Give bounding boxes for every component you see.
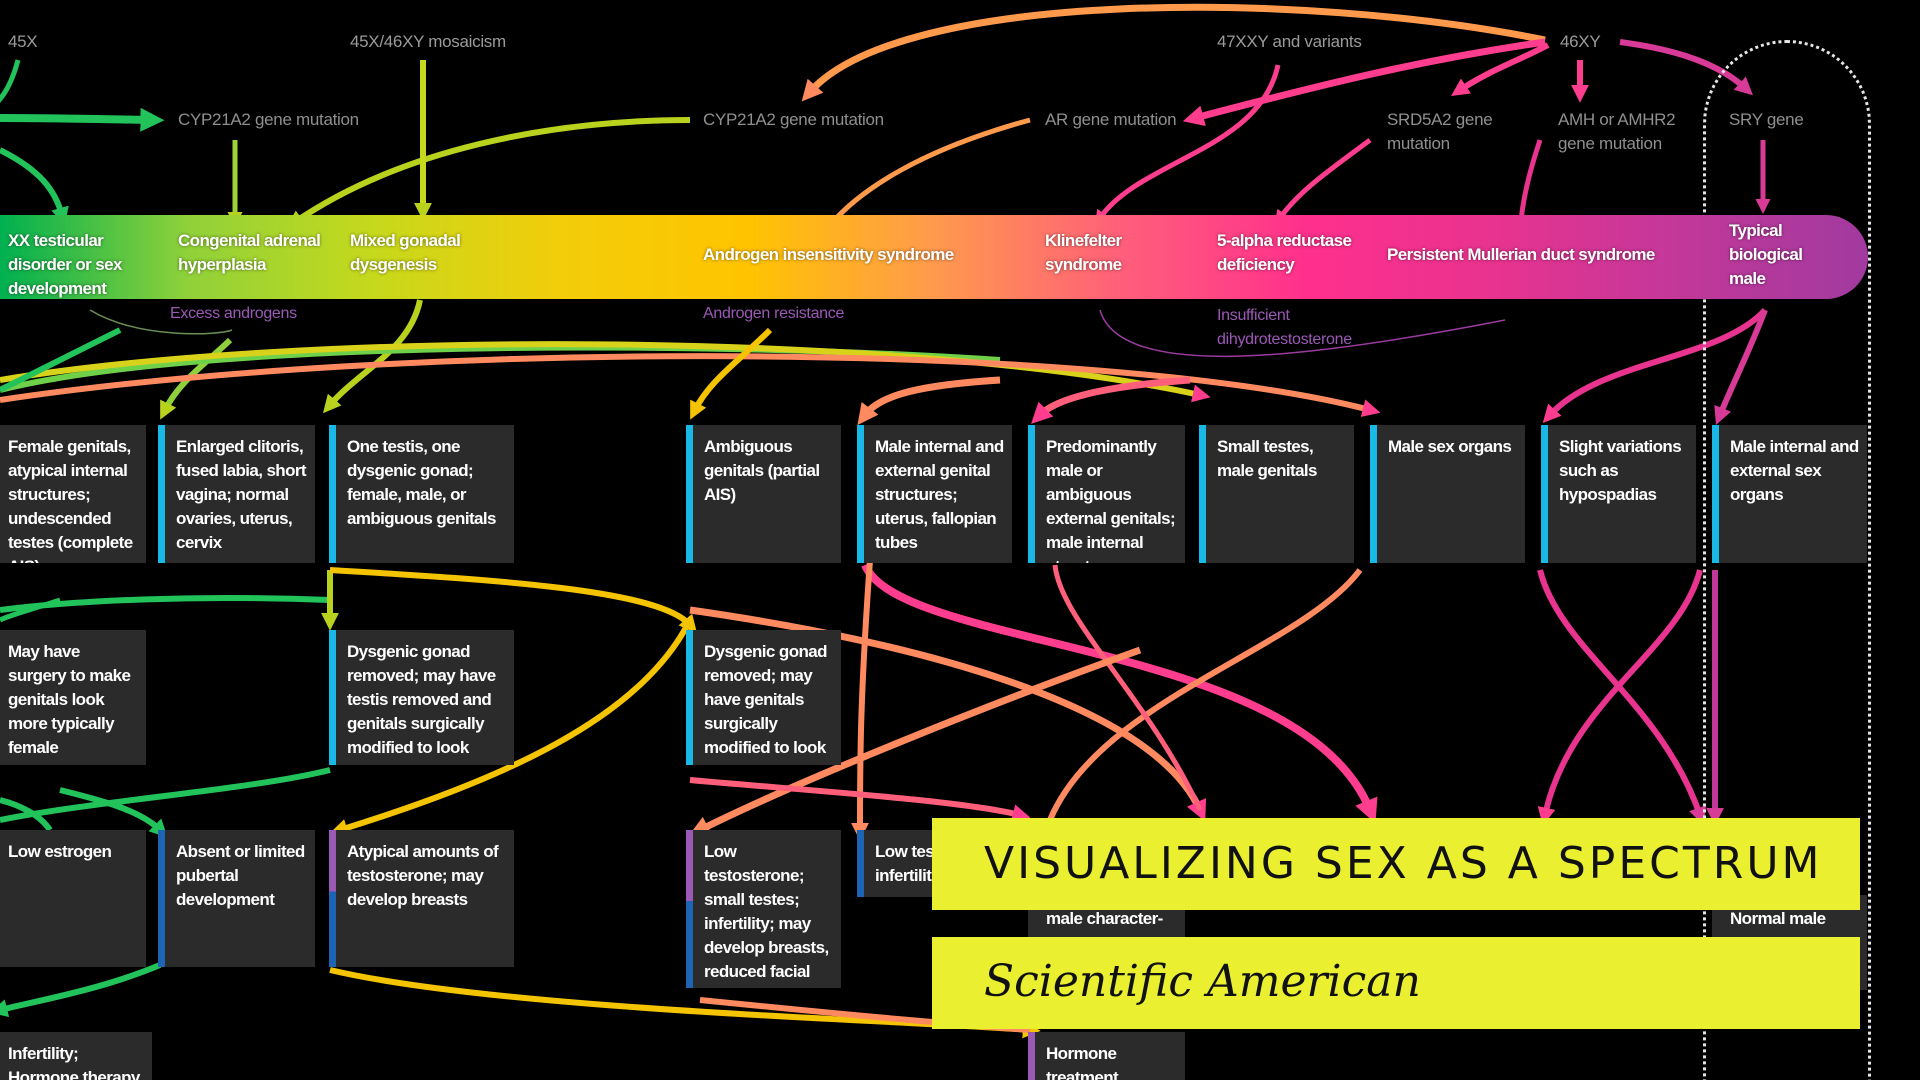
typical-male-dotted-outline bbox=[1703, 40, 1871, 1080]
adult-text: Infertility; Hormone therapy bbox=[8, 1044, 140, 1080]
cyan-bar bbox=[1028, 425, 1035, 563]
puberty-absent: Absent or limited pubertal development bbox=[158, 830, 315, 967]
puberty-atypical-testosterone: Atypical amounts of testosterone; may de… bbox=[329, 830, 514, 967]
blue-bar bbox=[857, 830, 864, 897]
cyan-bar bbox=[158, 425, 165, 563]
publisher-name: Scientific American bbox=[984, 956, 1421, 1007]
condition-ais: Androgen insensitivity syndrome bbox=[703, 245, 954, 264]
gene-amh: AMH or AMHR2 gene mutation bbox=[1558, 110, 1676, 153]
anatomy-text: One testis, one dysgenic gonad; female, … bbox=[347, 437, 496, 528]
anatomy-text: Small testes, male genitals bbox=[1217, 437, 1318, 480]
anatomy-text: Female genitals, atypical internal struc… bbox=[8, 437, 133, 563]
adult-hormone-treatment: Hormone treatment bbox=[1028, 1032, 1185, 1080]
purple-blue-bar bbox=[686, 830, 693, 988]
gene-ar: AR gene mutation bbox=[1045, 110, 1177, 129]
puberty-text: Low testosterone; small testes; infertil… bbox=[704, 842, 829, 988]
cyan-bar bbox=[329, 425, 336, 563]
video-title: VISUALIZING SEX AS A SPECTRUM bbox=[984, 838, 1823, 889]
mechanism-excess-androgens: Excess androgens bbox=[170, 305, 297, 322]
anatomy-text: Ambiguous genitals (partial AIS) bbox=[704, 437, 820, 504]
anatomy-pmds-structures: Male internal and external genital struc… bbox=[857, 425, 1012, 563]
anatomy-small-testes: Small testes, male genitals bbox=[1199, 425, 1354, 563]
anatomy-text: Enlarged clitoris, fused labia, short va… bbox=[176, 437, 307, 552]
adult-text: Hormone treatment bbox=[1046, 1044, 1119, 1080]
cyan-bar bbox=[857, 425, 864, 563]
treatment-gonad-female: Dysgenic gonad removed; may have testis … bbox=[329, 630, 514, 765]
karyotype-47xxy: 47XXY and variants bbox=[1217, 32, 1362, 51]
condition-cah: Congenital adrenal hyperplasia bbox=[178, 231, 321, 274]
karyotype-45x: 45X bbox=[8, 32, 38, 51]
mechanism-androgen-resistance: Androgen resistance bbox=[703, 305, 845, 322]
anatomy-text: Male sex organs bbox=[1388, 437, 1512, 456]
cyan-bar bbox=[1199, 425, 1206, 563]
puberty-text: Atypical amounts of testosterone; may de… bbox=[347, 842, 499, 909]
cyan-bar bbox=[1370, 425, 1377, 563]
treatment-text: May have surgery to make genitals look m… bbox=[8, 642, 131, 757]
anatomy-male-sex-organs: Male sex organs bbox=[1370, 425, 1525, 563]
anatomy-cah: Enlarged clitoris, fused labia, short va… bbox=[158, 425, 315, 563]
gene-cyp21a2-left: CYP21A2 gene mutation bbox=[178, 110, 359, 129]
karyotype-mosaicism: 45X/46XY mosaicism bbox=[350, 32, 506, 51]
condition-xx-testicular: XX testicular disorder or sex developmen… bbox=[8, 231, 122, 298]
puberty-text: Low test infertilit bbox=[875, 842, 940, 885]
purple-bar bbox=[1028, 1032, 1035, 1080]
puberty-klinefelter: Low testosterone; small testes; infertil… bbox=[686, 830, 841, 988]
anatomy-partial-ais: Ambiguous genitals (partial AIS) bbox=[686, 425, 841, 563]
purple-blue-bar bbox=[329, 830, 336, 967]
condition-typical-male: Typical biological male bbox=[1729, 221, 1803, 288]
treatment-gonad-male: Dysgenic gonad removed; may have genital… bbox=[686, 630, 841, 765]
gene-sry: SRY gene bbox=[1729, 110, 1804, 129]
anatomy-text: Predominantly male or ambiguous external… bbox=[1046, 437, 1176, 563]
condition-5ard: 5-alpha reductase deficiency bbox=[1217, 231, 1352, 274]
mechanism-insufficient-dht: Insufficient dihydrotestosterone bbox=[1217, 307, 1352, 348]
puberty-text: Absent or limited pubertal development bbox=[176, 842, 305, 909]
treatment-female-surgery: May have surgery to make genitals look m… bbox=[0, 630, 146, 765]
cyan-bar bbox=[329, 630, 336, 765]
anatomy-hypospadias: Slight variations such as hypospadias bbox=[1541, 425, 1696, 563]
title-banner: VISUALIZING SEX AS A SPECTRUM bbox=[932, 818, 1860, 910]
condition-pmds: Persistent Mullerian duct syndrome bbox=[1387, 245, 1655, 264]
treatment-text: Dysgenic gonad removed; may have genital… bbox=[704, 642, 828, 765]
condition-klinefelter: Klinefelter syndrome bbox=[1045, 231, 1122, 274]
anatomy-predominantly-male: Predominantly male or ambiguous external… bbox=[1028, 425, 1185, 563]
subtitle-banner: Scientific American bbox=[932, 937, 1860, 1029]
cyan-bar bbox=[1541, 425, 1548, 563]
adult-infertility: Infertility; Hormone therapy bbox=[0, 1032, 152, 1080]
anatomy-complete-ais: Female genitals, atypical internal struc… bbox=[0, 425, 146, 563]
puberty-low-estrogen: Low estrogen bbox=[0, 830, 146, 967]
treatment-text: Dysgenic gonad removed; may have testis … bbox=[347, 642, 496, 765]
puberty-text: Low estrogen bbox=[8, 842, 112, 861]
spectrum-band bbox=[0, 215, 1868, 299]
puberty-text: male character- bbox=[1046, 909, 1163, 928]
anatomy-text: Male internal and external genital struc… bbox=[875, 437, 1004, 552]
cyan-bar bbox=[1712, 425, 1719, 563]
gene-cyp21a2-center: CYP21A2 gene mutation bbox=[703, 110, 884, 129]
condition-mixed-gonadal: Mixed gonadal dysgenesis bbox=[350, 231, 461, 274]
anatomy-mixed-gonadal: One testis, one dysgenic gonad; female, … bbox=[329, 425, 514, 563]
cyan-bar bbox=[686, 630, 693, 765]
anatomy-typical-male: Male internal and external sex organs bbox=[1712, 425, 1867, 563]
gene-srd5a2: SRD5A2 gene mutation bbox=[1387, 110, 1493, 153]
blue-bar bbox=[158, 830, 165, 967]
puberty-text: Normal male bbox=[1730, 909, 1826, 928]
anatomy-text: Male internal and external sex organs bbox=[1730, 437, 1859, 504]
cyan-bar bbox=[686, 425, 693, 563]
karyotype-46xy: 46XY bbox=[1560, 32, 1601, 51]
anatomy-text: Slight variations such as hypospadias bbox=[1559, 437, 1682, 504]
